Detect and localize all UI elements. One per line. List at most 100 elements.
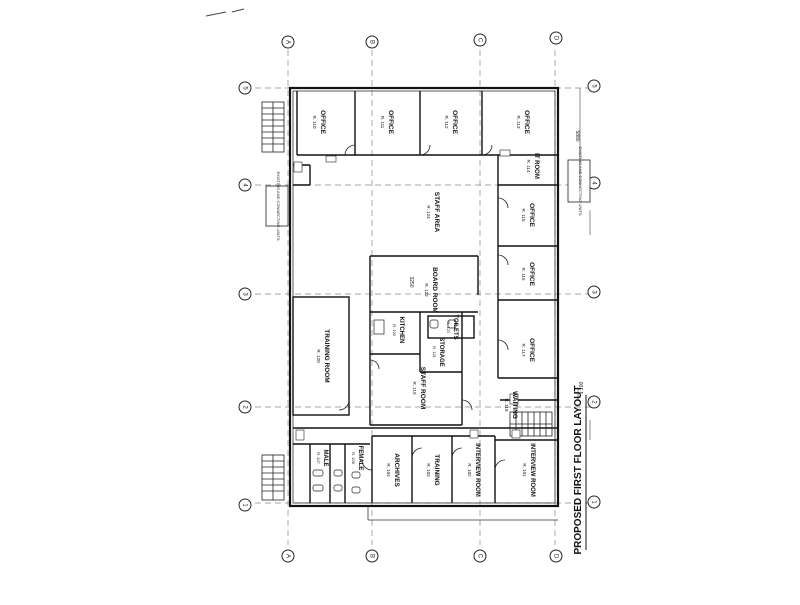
room-code-staff-room: R. 119 xyxy=(412,382,417,395)
wc-fixtures xyxy=(312,319,457,494)
room-name-office-111: OFFICE xyxy=(387,110,394,134)
room-code-staff-area: R. 124 xyxy=(426,205,431,219)
room-code-office-110: R. 110 xyxy=(312,116,317,129)
room-name-staff-area: STAFF AREA xyxy=(433,192,440,233)
room-name-training-room: TRAINING ROOM xyxy=(323,329,330,382)
note-existing-left: EXISTING AND CONNECTING UNITS xyxy=(276,171,281,240)
grid-letter-d-bottom: D xyxy=(552,554,558,559)
grid-letter-b-top: B xyxy=(368,40,374,44)
grid-number-2-left: 2 xyxy=(241,405,247,409)
room-code-storage: R. 121 xyxy=(432,346,437,359)
room-name-male: MALE xyxy=(322,450,328,467)
room-code-interview-101: R. 101 xyxy=(522,463,527,477)
grid-bubble-4-left xyxy=(238,178,252,192)
stairs xyxy=(261,101,553,501)
dimension-lines xyxy=(577,88,591,440)
room-name-board-room: BOARD ROOM xyxy=(431,267,438,313)
scan-marks xyxy=(205,8,245,17)
grid-number-3-right: 3 xyxy=(590,290,596,294)
room-name-it-room: IT ROOM xyxy=(533,153,539,179)
room-name-interview-102: INTERVIEW ROOM xyxy=(474,443,480,497)
note-existing-right: EXISTING AND CONNECTING UNITS xyxy=(578,146,583,215)
room-code-training-room: R. 120 xyxy=(316,349,321,363)
grid-bubble-5-right xyxy=(587,79,601,93)
room-name-training: TRAINING xyxy=(433,454,440,485)
grid-bubble-a-top xyxy=(281,35,295,49)
grid-letter-b-bottom: B xyxy=(368,554,374,558)
room-code-office-115: R. 115 xyxy=(521,209,526,222)
room-name-office-116: OFFICE xyxy=(528,262,535,286)
room-code-waiting: R. 118 xyxy=(504,399,509,412)
room-code-archives: R. 104 xyxy=(386,463,391,477)
outer-wall xyxy=(288,86,560,508)
grid-number-5-left: 5 xyxy=(241,86,247,90)
room-code-it-room: R. 114 xyxy=(526,160,531,173)
room-name-waiting: WAITING xyxy=(511,391,518,419)
room-name-archives: ARCHIVES xyxy=(393,453,400,487)
grid-number-1-right: 1 xyxy=(590,500,596,504)
interior-walls xyxy=(292,91,558,503)
grid-bubble-2-left xyxy=(238,400,252,414)
grid-bubble-d-top xyxy=(549,31,563,45)
room-code-office-117: R. 117 xyxy=(521,344,526,357)
grid-letter-c-bottom: C xyxy=(476,554,482,559)
grid-number-3-left: 3 xyxy=(241,292,247,296)
grid-bubble-3-right xyxy=(587,285,601,299)
dimension-5880: 5880 xyxy=(574,130,580,141)
room-code-toilets: R. 123 xyxy=(446,321,451,334)
grid-letter-c-top: C xyxy=(476,38,482,43)
room-name-toilets: TOILETS xyxy=(452,314,458,339)
room-code-office-113: R. 113 xyxy=(516,116,521,129)
room-code-female: R. 106 xyxy=(351,452,356,465)
drawing-title-block: PROPOSED FIRST FLOOR LAYOUT 1:100 xyxy=(573,382,587,555)
grid-bubble-5-left xyxy=(238,81,252,95)
room-name-office-112: OFFICE xyxy=(451,110,458,134)
dimension-3250: 3250 xyxy=(408,276,414,287)
room-name-office-113: OFFICE xyxy=(523,110,530,134)
grid-bubble-c-top xyxy=(473,33,487,47)
room-code-male: R. 107 xyxy=(316,452,321,465)
room-name-office-117: OFFICE xyxy=(528,338,535,362)
grid-number-4-left: 4 xyxy=(241,183,247,187)
building-walls xyxy=(288,86,560,508)
grid-bubble-3-left xyxy=(238,287,252,301)
room-name-storage: STORAGE xyxy=(438,337,444,367)
stair-top-left xyxy=(261,101,285,153)
grid-bubble-d-bottom xyxy=(549,549,563,563)
room-code-interview-102: R. 102 xyxy=(467,463,472,477)
room-name-office-110: OFFICE xyxy=(319,110,326,134)
room-name-kitchen: KITCHEN xyxy=(398,317,404,344)
note-boxes xyxy=(265,159,591,227)
door-swings xyxy=(338,144,509,471)
drawing-title: PROPOSED FIRST FLOOR LAYOUT xyxy=(573,385,584,554)
room-name-staff-room: STAFF ROOM xyxy=(419,367,426,410)
small-tags xyxy=(293,149,521,441)
room-code-training: R. 103 xyxy=(426,463,431,477)
grid-letter-d-top: D xyxy=(552,36,558,41)
grid-bubble-b-bottom xyxy=(365,549,379,563)
grid-bubbles xyxy=(238,31,601,563)
room-code-office-112: R. 112 xyxy=(444,116,449,129)
grid-bubble-a-bottom xyxy=(281,549,295,563)
grid-bubble-b-top xyxy=(365,35,379,49)
grid-bubble-1-left xyxy=(238,498,252,512)
stair-bottom-left xyxy=(261,454,285,501)
grid-letter-a-top: A xyxy=(284,40,290,44)
drawing-scale: 1:100 xyxy=(579,382,585,395)
grid-bubble-2-right xyxy=(587,395,601,409)
grid-number-4-right: 4 xyxy=(590,181,596,185)
room-name-female: FEMALE xyxy=(357,446,363,471)
grid-number-1-left: 1 xyxy=(241,503,247,507)
grid-number-2-right: 2 xyxy=(590,400,596,404)
grid-bubble-1-right xyxy=(587,495,601,509)
grid-bubble-c-bottom xyxy=(473,549,487,563)
room-name-office-115: OFFICE xyxy=(528,203,535,227)
grid-number-5-right: 5 xyxy=(590,84,596,88)
room-code-office-116: R. 116 xyxy=(521,268,526,281)
room-code-board-room: R. 122 xyxy=(424,283,429,297)
room-code-office-111: R. 111 xyxy=(380,116,385,129)
room-name-interview-101: INTERVIEW ROOM xyxy=(529,443,535,497)
